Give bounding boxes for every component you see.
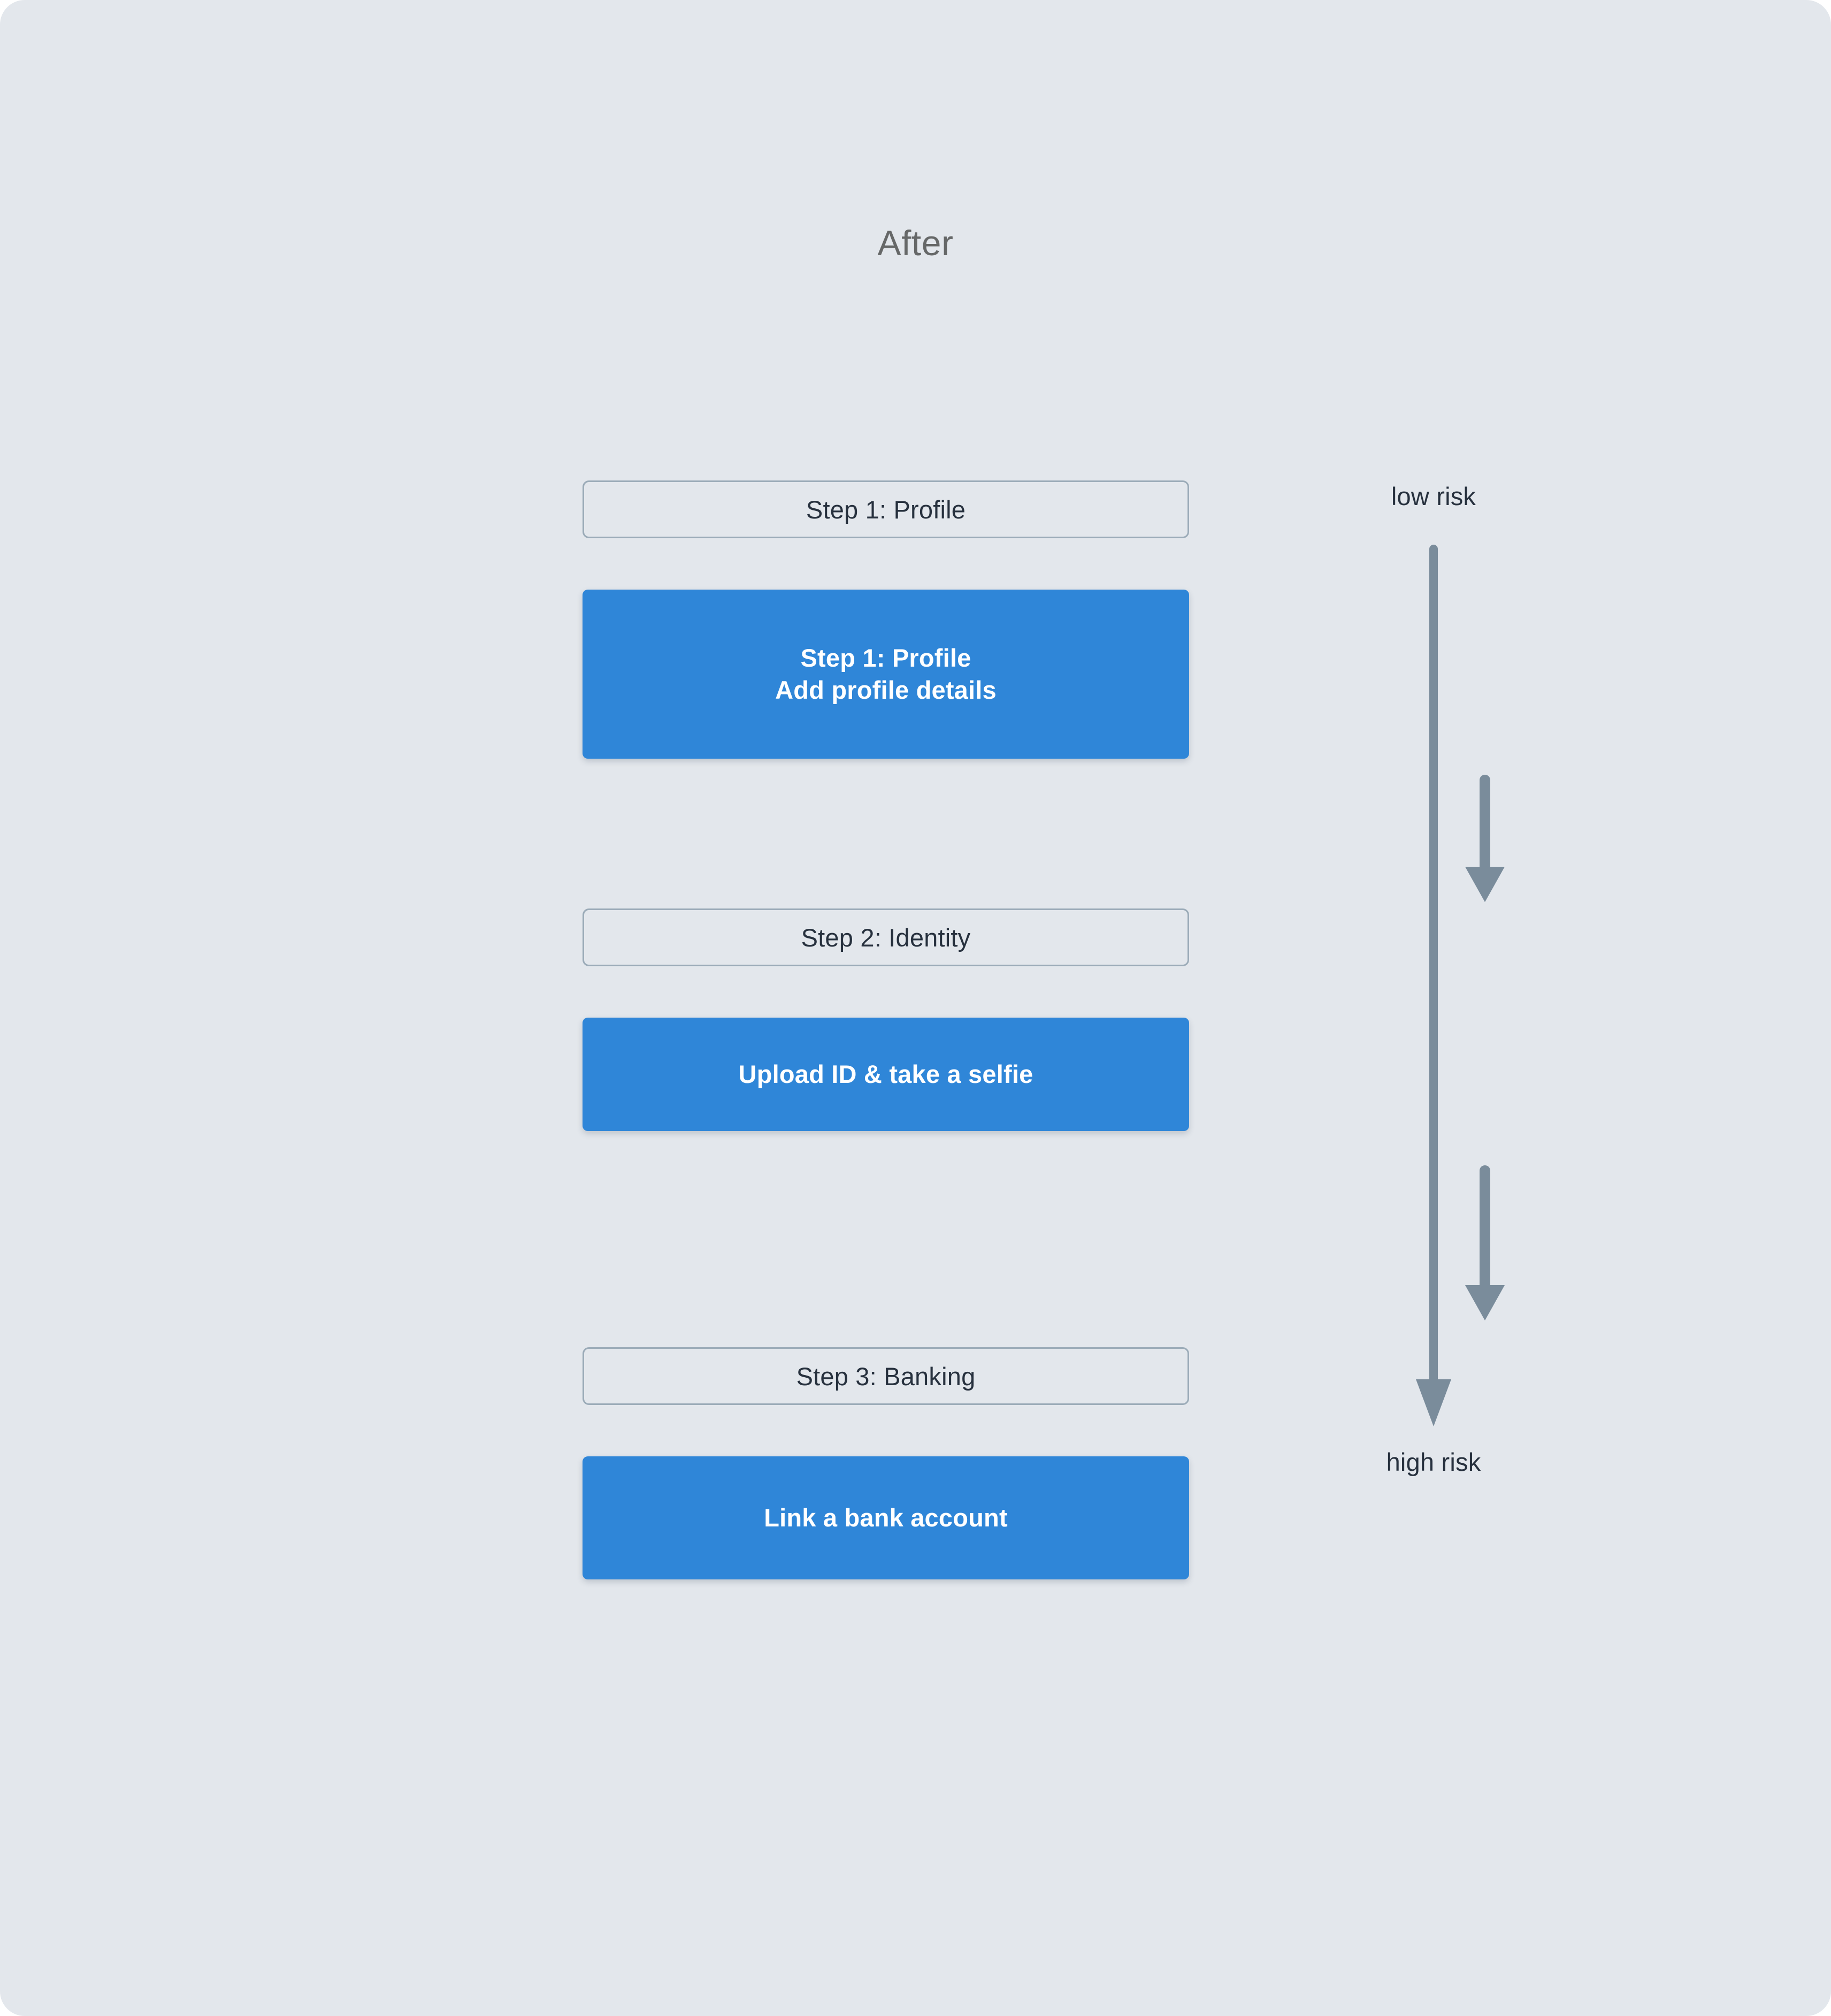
- step-card-banking[interactable]: Link a bank account: [583, 1456, 1189, 1579]
- step-header-label: Step 3: Banking: [796, 1362, 976, 1391]
- step-card-subtitle: Add profile details: [775, 676, 997, 704]
- step-header-label: Step 2: Identity: [801, 923, 971, 952]
- step-card-title: Upload ID & take a selfie: [738, 1059, 1033, 1088]
- risk-down-arrow-icon: [1404, 545, 1463, 1426]
- step-card-title: Step 1: Profile: [800, 643, 971, 672]
- step-header-label: Step 1: Profile: [806, 495, 966, 524]
- step-card-profile[interactable]: Step 1: Profile Add profile details: [583, 590, 1189, 759]
- step-header-profile[interactable]: Step 1: Profile: [583, 480, 1189, 538]
- page-title: After: [0, 224, 1831, 263]
- down-arrow-icon: [1455, 1165, 1514, 1320]
- down-arrow-icon: [1455, 775, 1514, 902]
- risk-label-low: low risk: [1391, 482, 1476, 510]
- step-card-identity[interactable]: Upload ID & take a selfie: [583, 1018, 1189, 1131]
- step-card-title: Link a bank account: [764, 1503, 1008, 1532]
- step-header-banking[interactable]: Step 3: Banking: [583, 1347, 1189, 1405]
- step-header-identity[interactable]: Step 2: Identity: [583, 908, 1189, 966]
- page-title-text: After: [877, 223, 954, 263]
- risk-label-high: high risk: [1386, 1448, 1481, 1476]
